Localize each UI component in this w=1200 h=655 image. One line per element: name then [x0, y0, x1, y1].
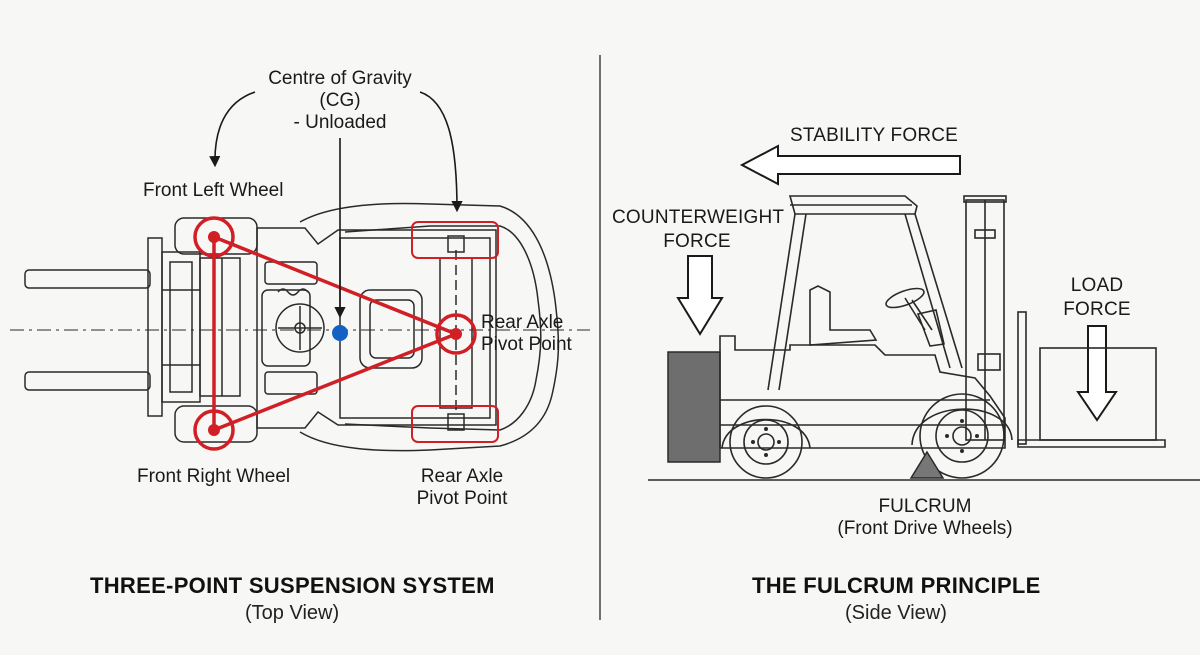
load-force-line2: FORCE: [1063, 299, 1131, 320]
steering-wheel-side: [885, 287, 925, 309]
front-right-point: [208, 424, 220, 436]
counterweight-block: [667, 351, 721, 463]
suspension-points: [193, 216, 477, 451]
fulcrum-triangle: [909, 450, 945, 479]
operator-seat: [359, 289, 423, 369]
fork-side: [1017, 439, 1166, 448]
load-force-arrow: [1076, 325, 1118, 422]
cg-label-line3: - Unloaded: [293, 112, 387, 133]
rear-pivot-point: [450, 328, 462, 340]
left-panel-title: THREE-POINT SUSPENSION SYSTEM: [90, 573, 495, 598]
cg-arrows: [209, 91, 463, 319]
rear-wheel-side: [729, 405, 803, 479]
fork-tine-upper: [24, 269, 151, 289]
fulcrum-label: FULCRUM (Front Drive Wheels): [820, 496, 1030, 540]
fulcrum-line2: (Front Drive Wheels): [837, 518, 1013, 539]
cg-label: Centre of Gravity (CG) - Unloaded: [262, 68, 418, 134]
truck-body: [719, 335, 1006, 449]
forklift-side-view: [719, 195, 1166, 479]
seat-side: [809, 285, 878, 346]
cg-label-line2: (CG): [319, 90, 361, 111]
right-panel-title: THE FULCRUM PRINCIPLE: [752, 573, 1041, 598]
rear-body-outline: [299, 202, 560, 452]
rear-wheels: [411, 221, 499, 443]
load-force-label: LOAD FORCE: [1056, 274, 1138, 322]
rear-axle-pivot-label-bottom: Rear Axle Pivot Point: [400, 466, 524, 510]
left-panel-subtitle: (Top View): [245, 602, 340, 624]
steering-wheel: [275, 303, 325, 353]
front-left-point: [208, 231, 220, 243]
load-force-line1: LOAD: [1070, 275, 1124, 296]
rear-wheel-bottom: [411, 405, 499, 443]
counterweight-force-arrow: [676, 255, 724, 336]
stability-triangle: [212, 234, 461, 433]
stability-force-arrow: [739, 144, 961, 186]
rear-pivot-point-ring: [435, 313, 477, 355]
centre-of-gravity-dot: [332, 325, 348, 341]
fork-carriage-side: [1017, 311, 1027, 445]
overhead-guard: [788, 195, 918, 215]
rear-axle-pivot-bottom-line1: Rear Axle: [420, 466, 504, 487]
counterweight-force-line2: FORCE: [663, 231, 731, 252]
cg-label-line1: Centre of Gravity: [268, 68, 412, 89]
rear-axle-pivot-bottom-line2: Pivot Point: [416, 488, 508, 509]
forklift-top-view: [10, 202, 590, 452]
front-left-wheel-label: Front Left Wheel: [143, 180, 284, 201]
counterweight-force-label: COUNTERWEIGHT FORCE: [612, 206, 785, 254]
rear-axle-pivot-top-line1: Rear Axle: [481, 312, 564, 333]
rear-wheel-top: [411, 221, 499, 259]
stability-force-label: STABILITY FORCE: [790, 125, 959, 146]
cg-arrow-left: [209, 91, 256, 168]
counterweight-force-line1: COUNTERWEIGHT: [612, 207, 785, 228]
fork-tine-lower: [24, 371, 151, 391]
front-drive-wheel-side: [919, 393, 1005, 479]
fulcrum-line1: FULCRUM: [878, 496, 972, 517]
fork-carriage: [147, 237, 163, 417]
rear-axle-pivot-top-line2: Pivot Point: [481, 334, 572, 355]
load-box: [1039, 347, 1157, 441]
front-right-point-ring: [193, 409, 235, 451]
cg-arrow-right: [419, 91, 463, 213]
right-panel-subtitle: (Side View): [845, 602, 947, 624]
front-right-wheel-label: Front Right Wheel: [137, 466, 291, 487]
chassis-outline: [256, 227, 497, 429]
rear-axle-pivot-label-top: Rear Axle Pivot Point: [481, 312, 572, 356]
front-left-point-ring: [193, 216, 235, 258]
